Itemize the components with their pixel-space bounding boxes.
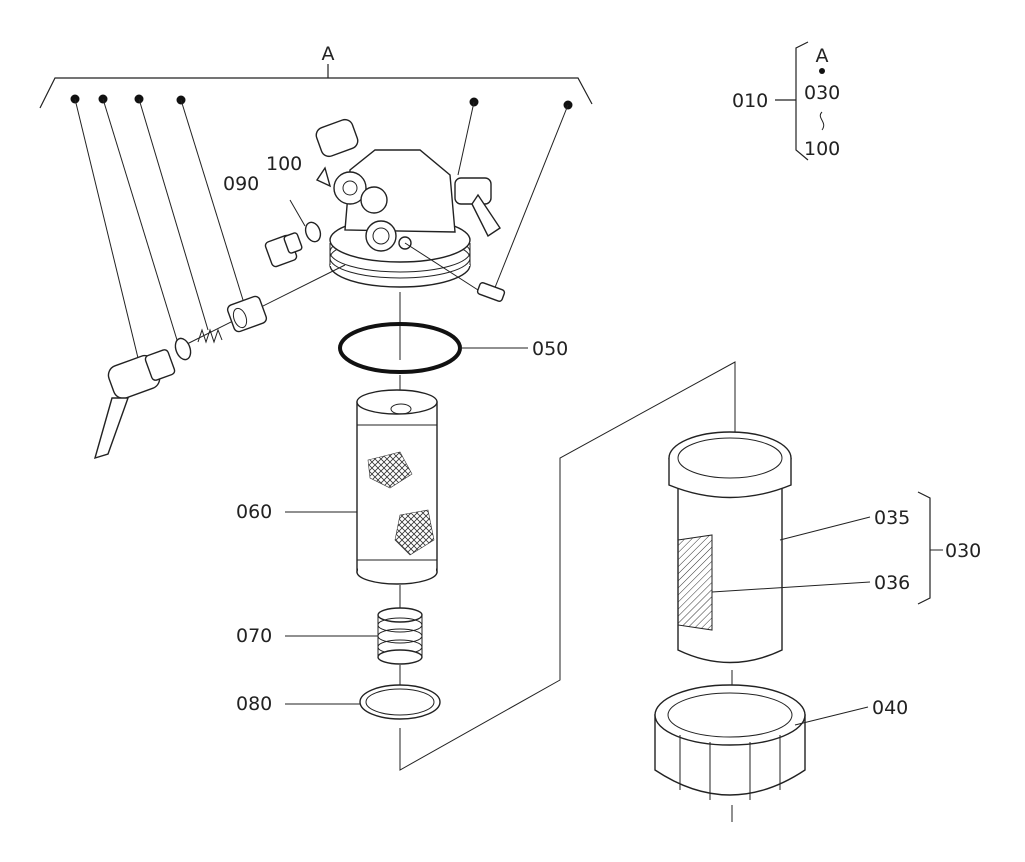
- axis-transfer-line: [399, 361, 736, 771]
- part-080-ring: [359, 684, 441, 720]
- valve-lever: [93, 349, 176, 460]
- label-060: 060: [236, 501, 272, 523]
- part-100-oring: [304, 221, 322, 243]
- dot-marker: [819, 68, 825, 74]
- label-030-range-start: 030: [804, 82, 840, 104]
- label-030: 030: [945, 540, 981, 562]
- label-group-a-ref: A: [816, 45, 829, 67]
- part-060-filter-element: [356, 389, 438, 585]
- label-090: 090: [223, 173, 259, 195]
- label-040: 040: [872, 697, 908, 719]
- label-070: 070: [236, 625, 272, 647]
- valve-oring: [174, 337, 192, 361]
- part-030-bowl: [668, 431, 792, 664]
- leader-lines: [285, 199, 943, 726]
- label-010: 010: [732, 90, 768, 112]
- filter-head: [315, 118, 501, 288]
- label-100-range-end: 100: [804, 138, 840, 160]
- valve-spring: [197, 328, 223, 344]
- part-070-spring: [377, 607, 423, 665]
- label-036: 036: [874, 572, 910, 594]
- part-090-plug: [264, 232, 303, 268]
- label-100: 100: [266, 153, 302, 175]
- part-040-retaining-nut: [654, 684, 806, 800]
- bleed-screw: [476, 282, 506, 302]
- label-080: 080: [236, 693, 272, 715]
- valve-cap: [226, 295, 268, 333]
- label-050: 050: [532, 338, 568, 360]
- reference-bracket: [775, 41, 825, 161]
- label-035: 035: [874, 507, 910, 529]
- label-group-a: A: [322, 43, 335, 65]
- group-a-bracket: [39, 64, 593, 359]
